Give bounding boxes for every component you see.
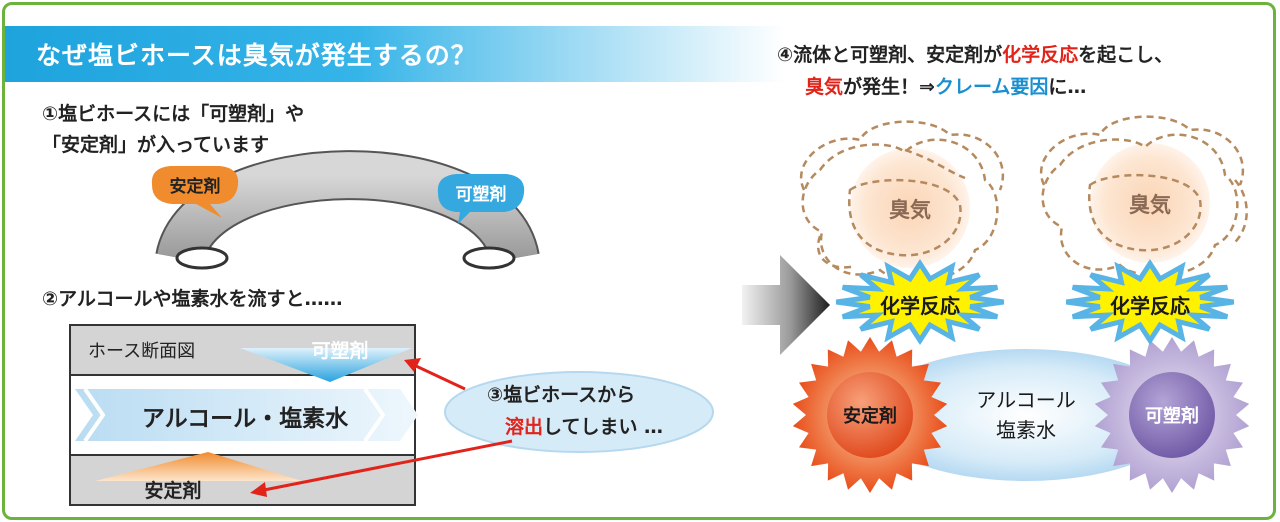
stabilizer-label: 安定剤 [843, 406, 897, 427]
step4-claim-word: クレーム要因 [934, 76, 1049, 98]
page-title: なぜ塩ビホースは臭気が発生するの？ [36, 41, 477, 70]
step1-line2: 「安定剤」が入っています [42, 134, 270, 156]
odor-left-label: 臭気 [889, 198, 931, 222]
step3-dissolve-word: 溶出 [505, 416, 544, 438]
stabilizer-core [827, 372, 913, 458]
stabilizer-callout-shape [151, 166, 239, 218]
step3-line1: ③塩ビホースから [487, 384, 636, 406]
odor-right-label: 臭気 [1129, 193, 1171, 217]
odor-cloud-left [800, 120, 1005, 283]
reaction-burst-right [1065, 259, 1235, 345]
plasticizer-core [1129, 372, 1215, 458]
red-arrows [250, 358, 513, 497]
step2-text: ②アルコールや塩素水を流すと…… [42, 288, 343, 310]
hose-plasticizer-label: 可塑剤 [455, 185, 507, 205]
step4-text-c: が発生！⇒ [843, 76, 935, 98]
big-arrow [742, 255, 830, 355]
step1-line1: ①塩ビホースには「可塑剤」や [42, 103, 305, 125]
step3-bubble [444, 371, 714, 453]
cross-section-plasticizer: 可塑剤 [311, 340, 369, 362]
cross-section-stabilizer: 安定剤 [144, 480, 202, 502]
cross-section-label: ホース断面図 [88, 341, 196, 362]
burst-right-label: 化学反応 [1110, 294, 1190, 318]
odor-cloud-right [1040, 115, 1248, 278]
step4-odor-word: 臭気 [805, 76, 844, 98]
plasticizer-callout-shape [437, 174, 525, 224]
step4-text-b: を起こし、 [1078, 44, 1174, 66]
step4-line2: 臭気が発生！⇒クレーム要因に… [805, 72, 1086, 103]
step4-text-d: に… [1048, 76, 1087, 98]
step3-line2: 溶出してしまい … [505, 412, 663, 442]
plasticizer-label: 可塑剤 [1145, 406, 1199, 427]
step4-reaction-word: 化学反応 [1002, 44, 1079, 66]
burst-left-label: 化学反応 [880, 294, 960, 318]
step4-line1: ④流体と可塑剤、安定剤が化学反応を起こし、 [777, 40, 1173, 71]
title-banner [5, 26, 785, 82]
fluid-label-line1: アルコール [976, 388, 1076, 412]
cross-section-fluid: アルコール・塩素水 [141, 406, 349, 432]
hose-illustration [155, 150, 540, 270]
fluid-label-line2: 塩素水 [996, 418, 1056, 442]
step4-text-a: ④流体と可塑剤、安定剤が [777, 44, 1003, 66]
step3-line2-rest: してしまい … [543, 416, 664, 438]
hose-stabilizer-label: 安定剤 [169, 177, 221, 197]
cross-section-box [69, 324, 418, 506]
reaction-burst-left [835, 259, 1005, 345]
